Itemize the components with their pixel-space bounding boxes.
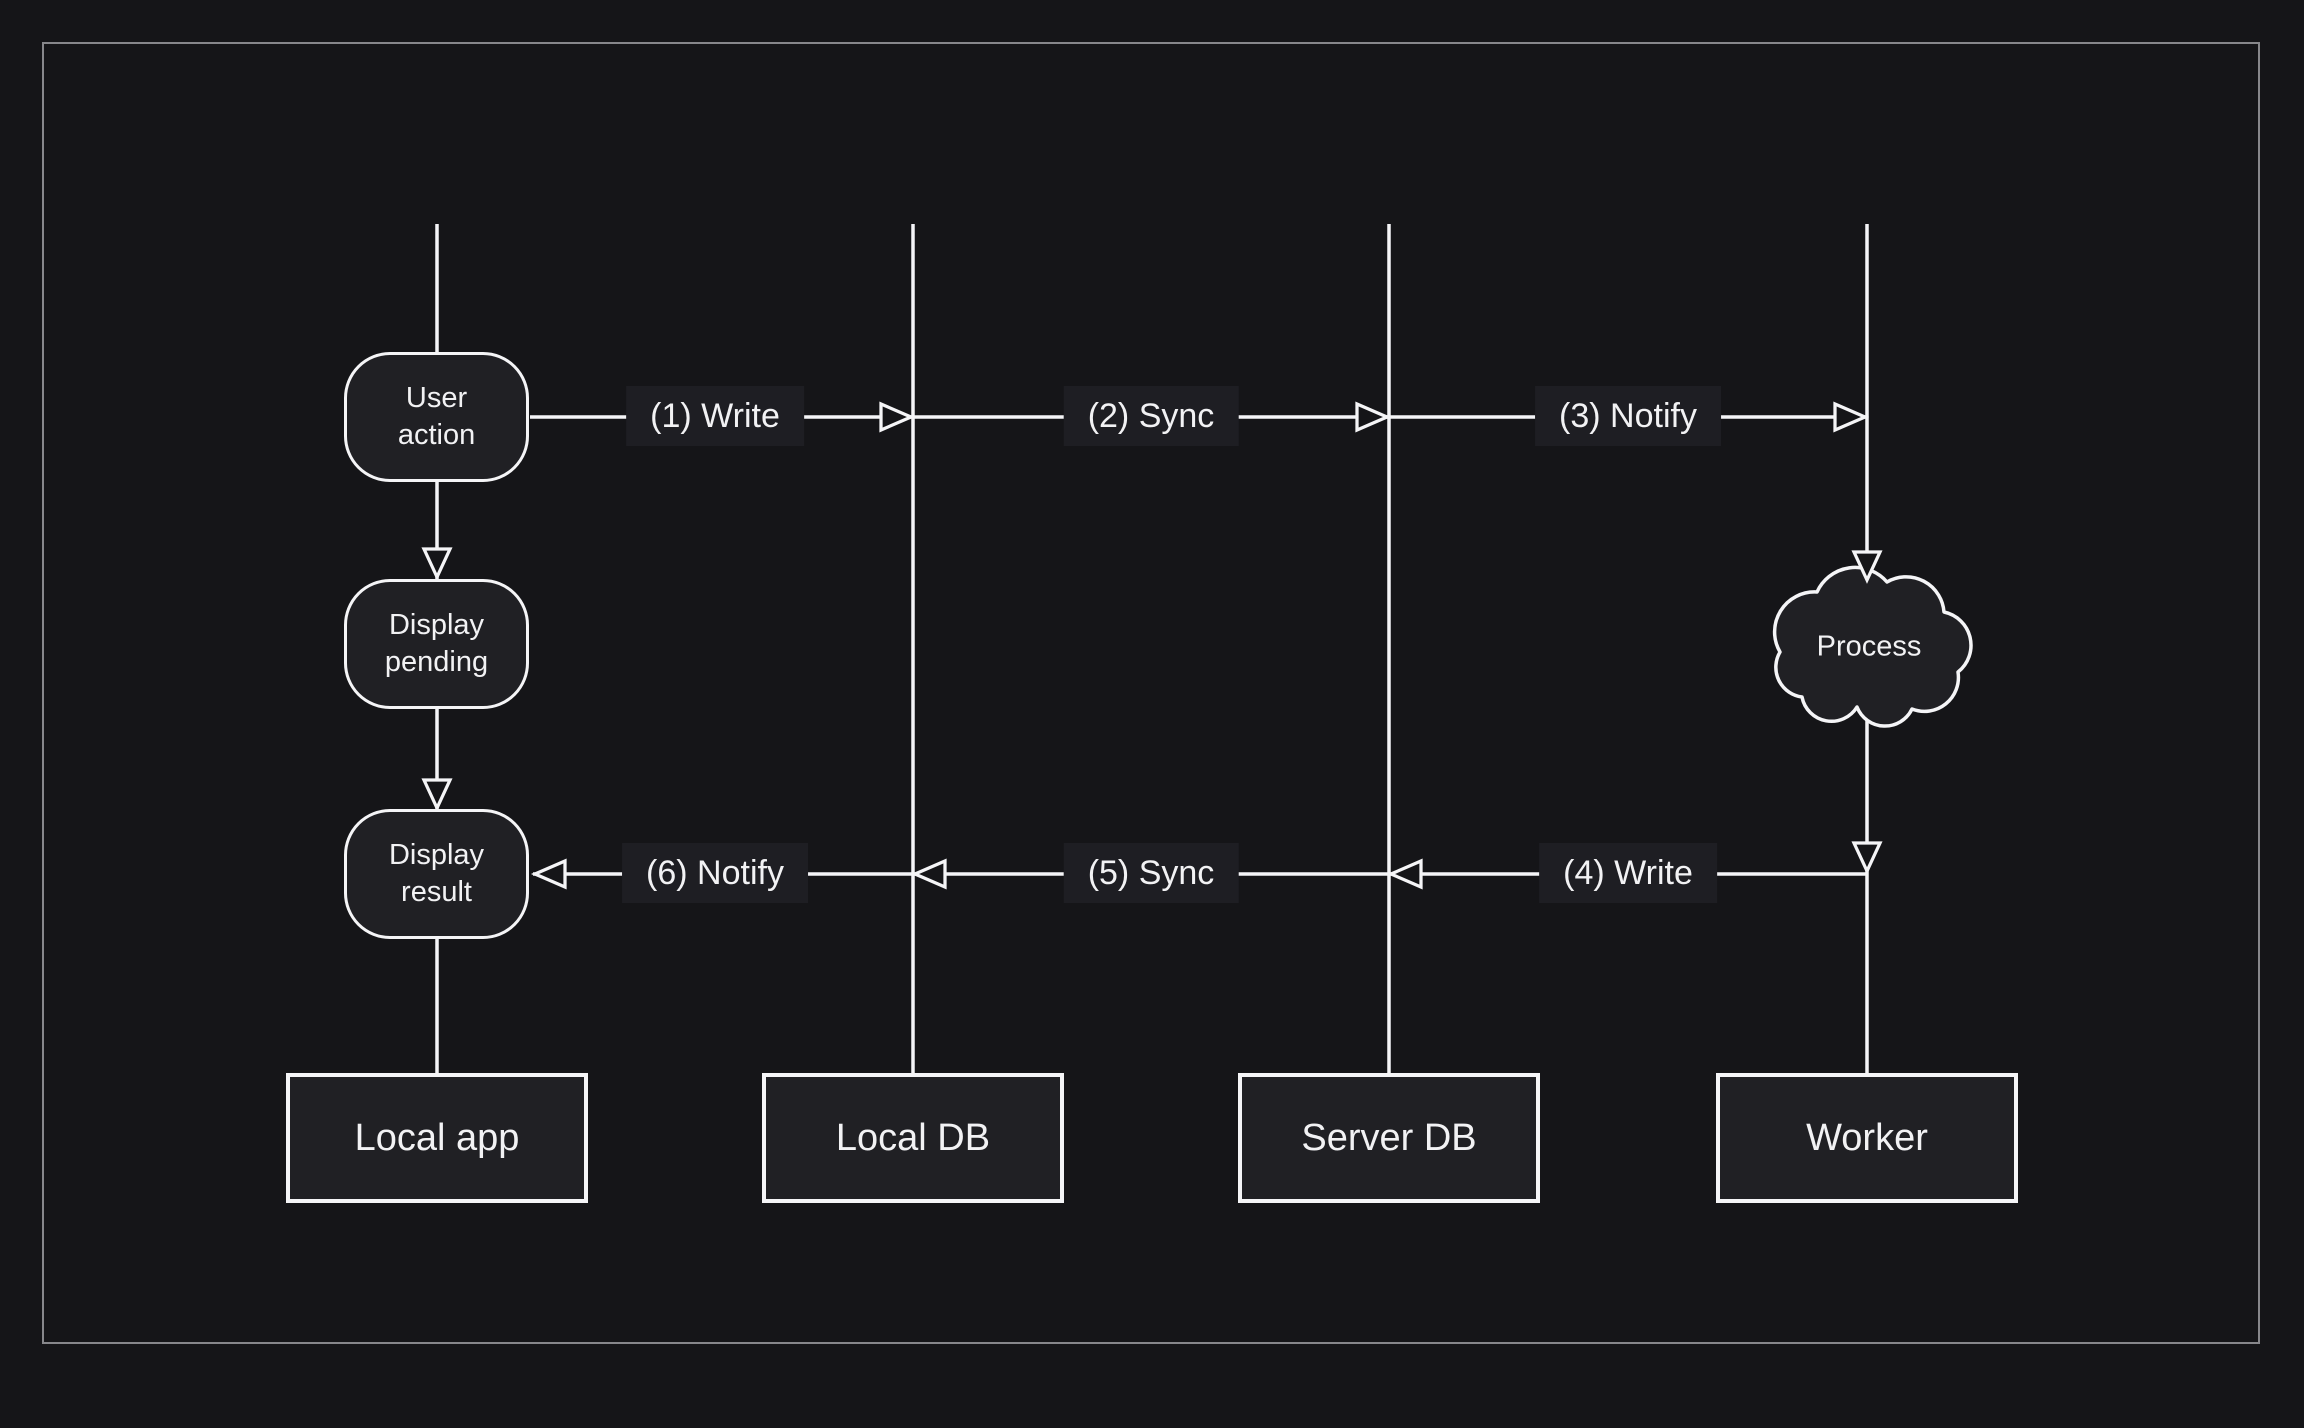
arrowhead-from-process-cloud	[1851, 841, 1883, 875]
actor-local-db-label: Local DB	[835, 1116, 991, 1159]
actor-box-server-db: Server DB	[1238, 1073, 1540, 1203]
actor-local-app-label: Local app	[354, 1116, 520, 1159]
message-label-1-write: (1) Write	[626, 386, 804, 446]
node-display-result-label: Display result	[388, 838, 485, 908]
message-label-5-sync: (5) Sync	[1063, 843, 1239, 903]
message-label-3-notify: (3) Notify	[1535, 386, 1721, 446]
arrowhead-to-display-pending	[421, 547, 453, 581]
actor-box-worker: Worker	[1716, 1073, 2018, 1203]
cloud-process-shape	[1772, 565, 1973, 728]
arrowhead-msg5-left	[910, 858, 947, 890]
node-display-result: Display result	[344, 809, 529, 939]
node-display-pending-label: Display pending	[384, 608, 489, 678]
node-user-action: User action	[344, 352, 529, 482]
actor-box-local-db: Local DB	[762, 1073, 1064, 1203]
arrowhead-msg2-right	[1355, 401, 1392, 433]
node-user-action-label: User action	[397, 381, 476, 451]
arrowhead-to-display-result	[421, 778, 453, 812]
arrowhead-msg4-left	[1386, 858, 1423, 890]
arrowhead-msg6-left	[530, 858, 567, 890]
actor-server-db-label: Server DB	[1301, 1116, 1477, 1159]
arrowhead-msg1-right	[879, 401, 916, 433]
message-label-6-notify: (6) Notify	[622, 843, 808, 903]
message-label-2-sync: (2) Sync	[1063, 386, 1239, 446]
arrowhead-msg3-right	[1833, 401, 1870, 433]
arrowhead-to-process-cloud	[1851, 550, 1883, 584]
node-process-label: Process	[1816, 630, 1922, 663]
message-label-4-write: (4) Write	[1539, 843, 1717, 903]
actor-worker-label: Worker	[1806, 1116, 1928, 1159]
node-display-pending: Display pending	[344, 579, 529, 709]
diagram-frame-border	[42, 42, 2260, 1344]
actor-box-local-app: Local app	[286, 1073, 588, 1203]
